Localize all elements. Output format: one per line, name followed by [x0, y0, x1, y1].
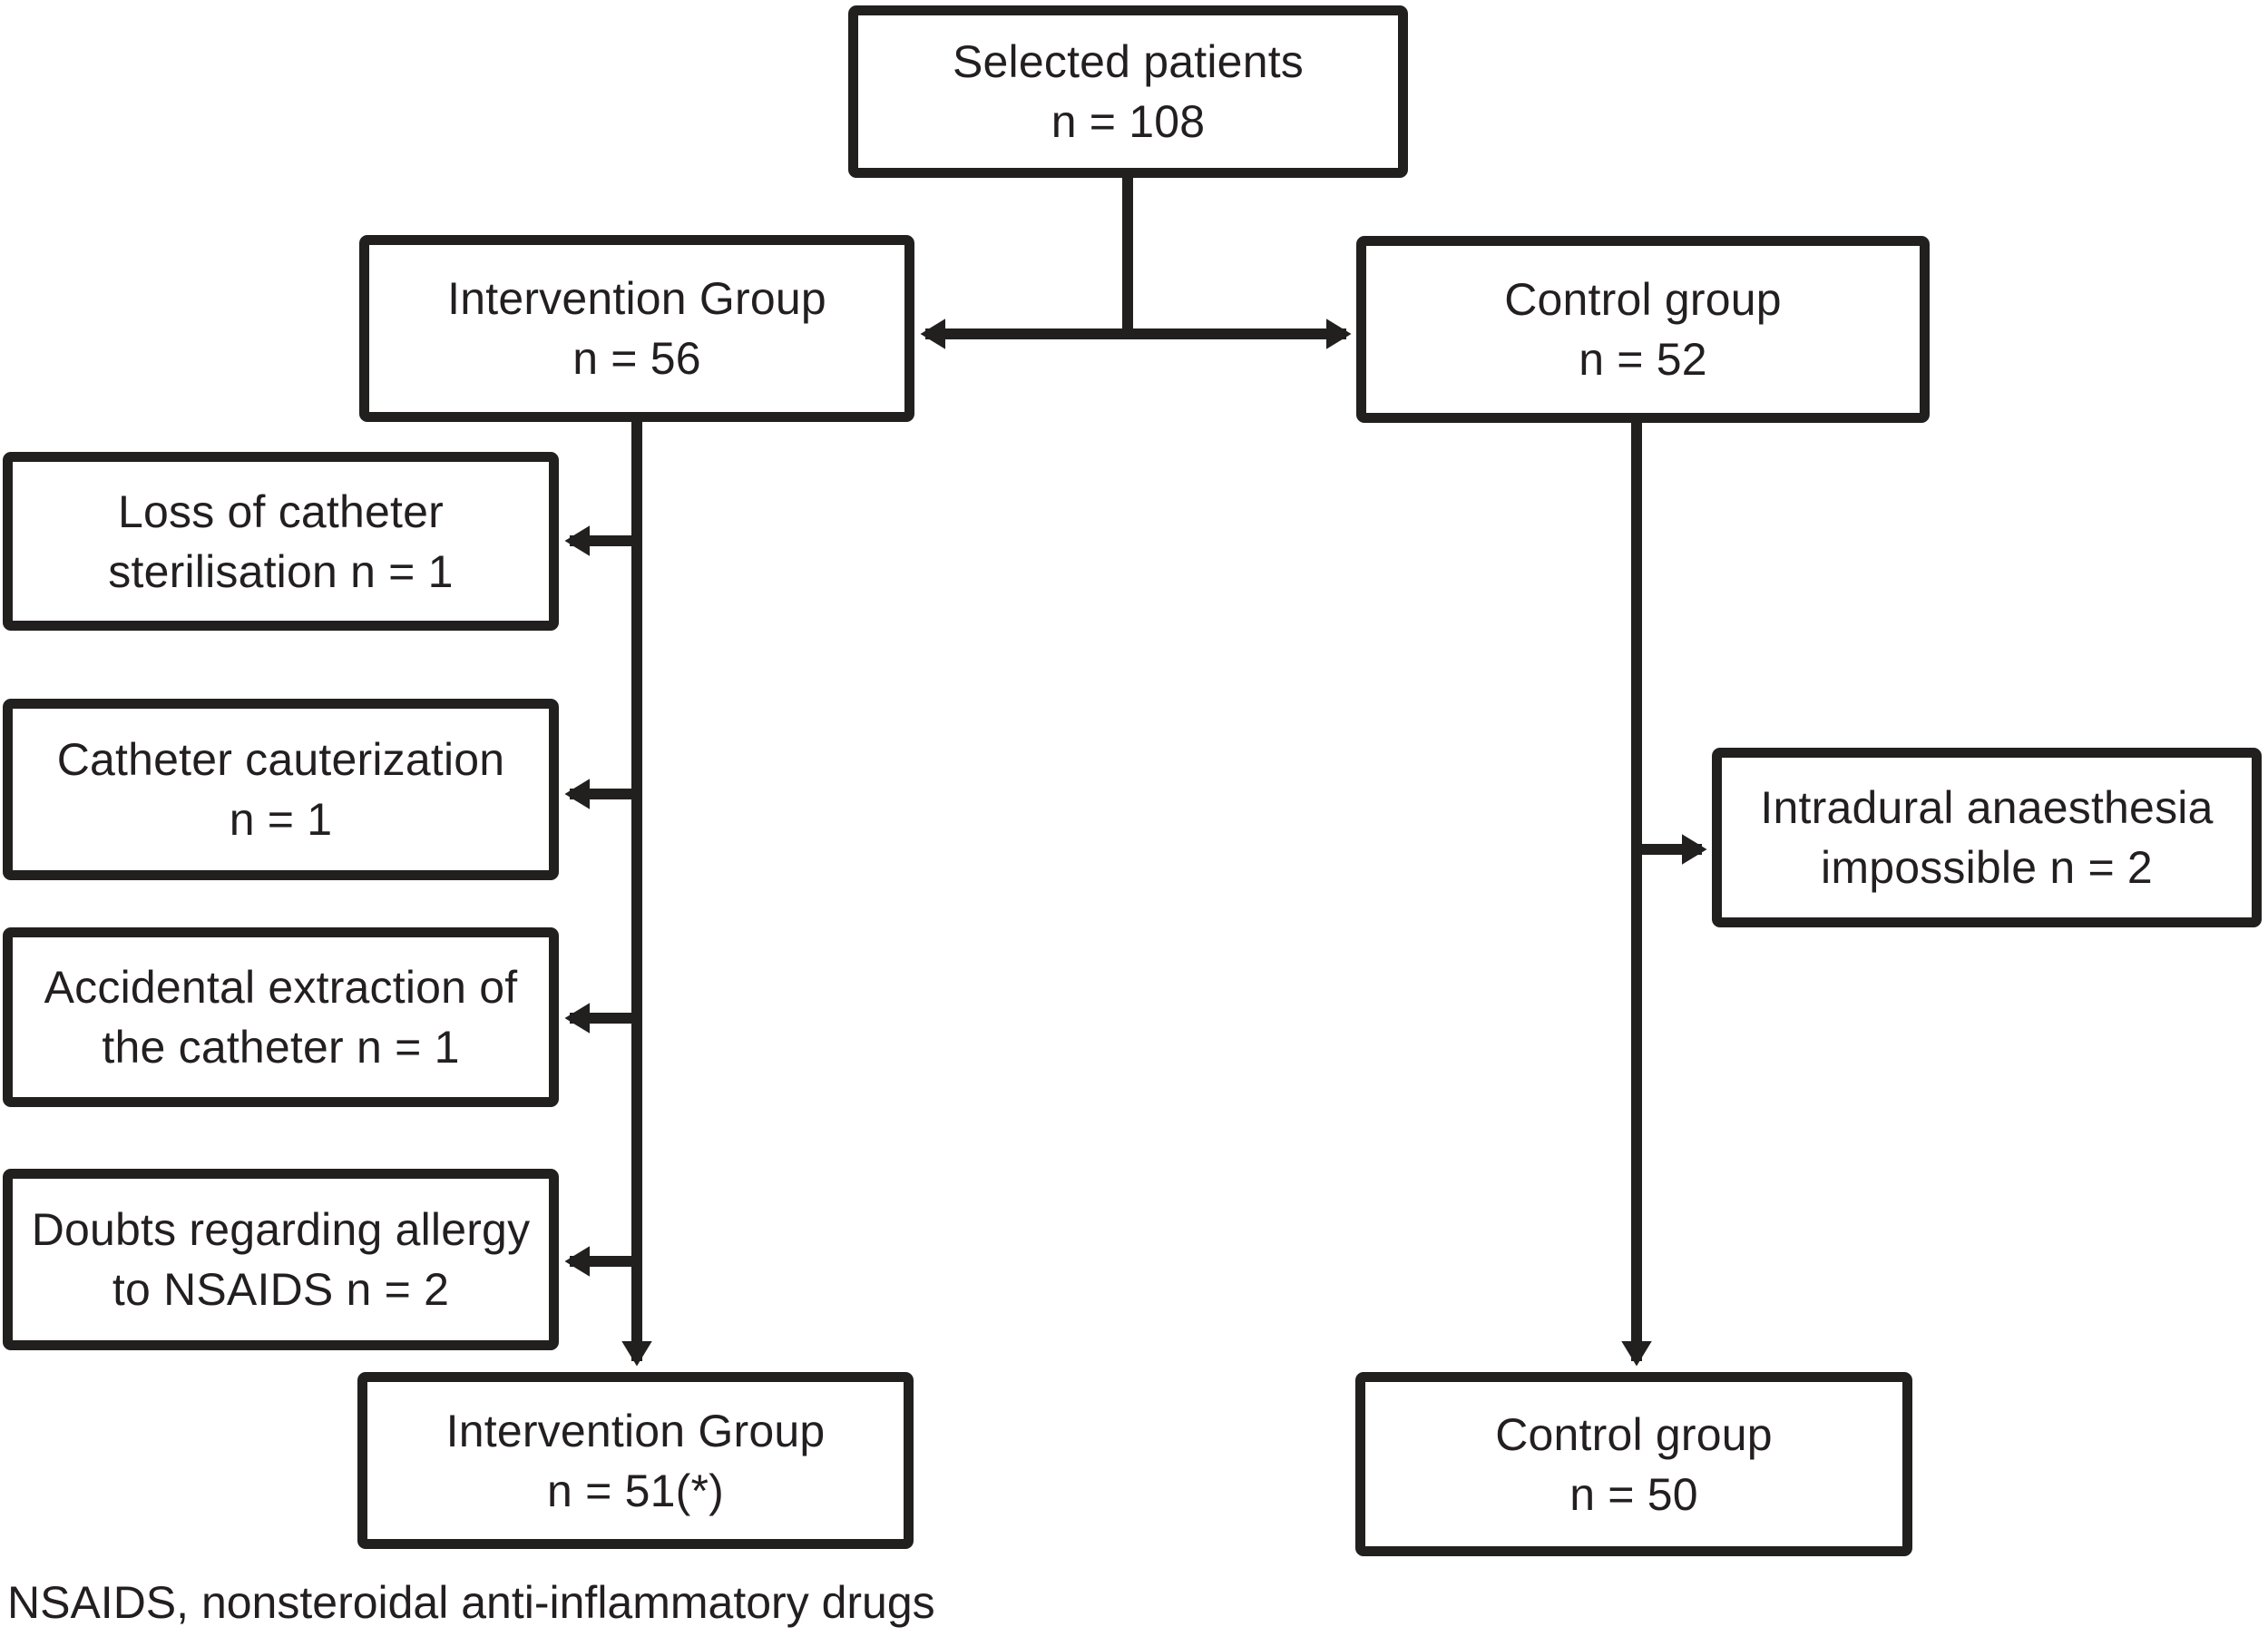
- node-intervention-group-final: Intervention Group n = 51(*): [357, 1372, 914, 1549]
- node-label: Doubts regarding allergy: [31, 1204, 531, 1255]
- footnote: NSAIDS, nonsteroidal anti-inflammatory d…: [7, 1577, 935, 1628]
- node-selected-patients: Selected patients n = 108: [848, 5, 1408, 178]
- node-intervention-group: Intervention Group n = 56: [359, 235, 914, 422]
- node-label: Accidental extraction of: [44, 962, 518, 1013]
- node-control-group: Control group n = 52: [1356, 236, 1930, 423]
- node-exclusion-extraction: Accidental extraction of the catheter n …: [3, 927, 559, 1107]
- node-label: Selected patients: [953, 36, 1304, 87]
- node-exclusion-sterilisation: Loss of catheter sterilisation n = 1: [3, 452, 559, 631]
- node-control-group-final: Control group n = 50: [1355, 1372, 1912, 1556]
- node-count: sterilisation n = 1: [108, 545, 454, 597]
- node-label: Intervention Group: [447, 273, 826, 324]
- node-count: impossible n = 2: [1821, 842, 2153, 893]
- node-label: Control group: [1495, 1408, 1773, 1460]
- node-count: to NSAIDS n = 2: [112, 1264, 450, 1315]
- node-count: n = 108: [1051, 96, 1206, 147]
- node-label: Control group: [1504, 274, 1782, 325]
- node-label: Loss of catheter: [118, 485, 444, 537]
- node-count: n = 50: [1569, 1468, 1698, 1520]
- node-count: n = 52: [1579, 334, 1707, 385]
- node-label: Intradural anaesthesia: [1760, 782, 2214, 833]
- node-exclusion-cauterization: Catheter cauterization n = 1: [3, 699, 559, 880]
- node-label: Intervention Group: [445, 1405, 826, 1456]
- node-count: n = 1: [229, 794, 333, 845]
- node-count: n = 56: [572, 333, 701, 384]
- node-count: the catheter n = 1: [102, 1022, 460, 1073]
- node-exclusion-allergy: Doubts regarding allergy to NSAIDS n = 2: [3, 1169, 559, 1350]
- node-exclusion-intradural: Intradural anaesthesia impossible n = 2: [1712, 748, 2262, 927]
- node-count: n = 51(*): [547, 1465, 724, 1516]
- node-label: Catheter cauterization: [56, 734, 505, 785]
